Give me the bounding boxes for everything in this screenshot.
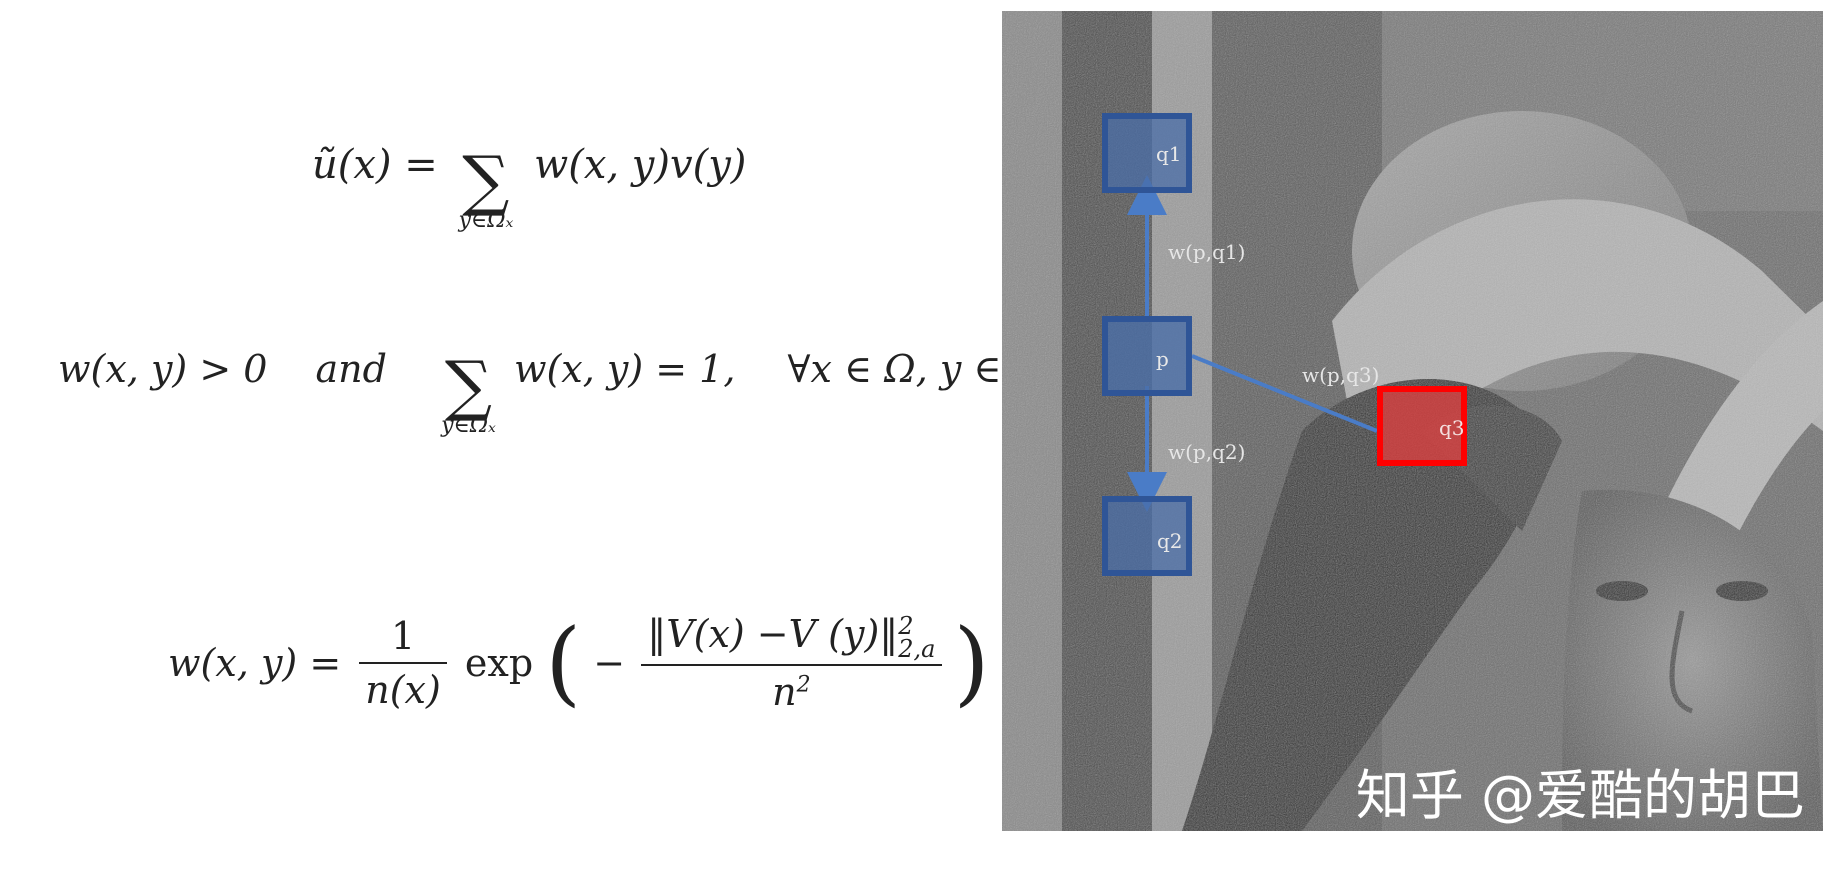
eq3-exp: exp <box>464 641 534 686</box>
eq2-sum-symbol: ∑ <box>444 347 493 424</box>
patch-q2-label: q2 <box>1157 529 1183 553</box>
eq3-close-paren: ) <box>953 609 990 717</box>
patch-p-label: p <box>1156 347 1169 371</box>
eq3-frac2-denominator: n2 <box>641 664 942 715</box>
weighted-average-equation: ũ(x) = ∑ y∈Ωₓ w(x, y)v(y) <box>312 142 746 234</box>
patch-q3-label: q3 <box>1439 416 1465 440</box>
eq3-frac1-denominator: n(x) <box>359 662 447 712</box>
eq3-fraction-1: 1 n(x) <box>359 614 447 712</box>
eq1-lhs: ũ(x) = <box>312 142 438 188</box>
eq1-sum: ∑ y∈Ωₓ <box>458 142 514 234</box>
eq3-norm-sup: 2 <box>898 611 914 640</box>
eq3-minus: − <box>593 641 626 686</box>
eq2-part1: w(x, y) > 0 <box>58 347 268 391</box>
patch-q1: q1 <box>1102 113 1192 193</box>
eq3-frac1-numerator: 1 <box>390 614 416 659</box>
eq2-part2: w(x, y) = 1, <box>513 347 736 391</box>
eq2-and: and <box>315 347 387 391</box>
formula-panel: ũ(x) = ∑ y∈Ωₓ w(x, y)v(y) w(x, y) > 0 an… <box>58 142 1059 714</box>
watermark-text: 知乎 @爱酷的胡巴 <box>1356 764 1805 827</box>
arrow-p-q3 <box>1191 354 1378 433</box>
patch-q2: q2 <box>1102 496 1192 576</box>
patch-q3-highlighted: q3 <box>1377 386 1467 466</box>
eq1-sum-subscript: y∈Ωₓ <box>458 208 514 233</box>
eq1-sum-symbol: ∑ <box>462 142 510 219</box>
edge-label-p-q2: w(p,q2) <box>1168 440 1245 464</box>
eq2-sum: ∑ y∈Ωₓ <box>441 347 496 439</box>
eq3-frac2-den-sup: 2 <box>796 672 811 698</box>
eq3-frac2-den-base: n <box>772 670 797 715</box>
eq2-sum-subscript: y∈Ωₓ <box>441 413 496 438</box>
edge-label-p-q1: w(p,q1) <box>1168 240 1245 264</box>
edge-label-p-q3: w(p,q3) <box>1302 363 1379 387</box>
eq3-lhs: w(x, y) = <box>168 641 342 686</box>
weight-constraint-equation: w(x, y) > 0 and ∑ y∈Ωₓ w(x, y) = 1, ∀x ∈… <box>58 347 1059 439</box>
eq3-norm-sub: 2,a <box>898 634 936 663</box>
patch-q1-label: q1 <box>1156 142 1182 166</box>
grayscale-photo <box>1002 11 1823 831</box>
patch-p: p <box>1102 316 1192 396</box>
patch-diagram: q1 p q2 q3 w(p,q1) w(p,q2) w(p,q3) 知乎 @爱… <box>1002 11 1823 831</box>
eq3-frac2-norm: ‖V(x) −V (y)‖ <box>647 612 899 656</box>
eq3-open-paren: ( <box>545 609 582 717</box>
eq1-rhs: w(x, y)v(y) <box>533 142 747 188</box>
